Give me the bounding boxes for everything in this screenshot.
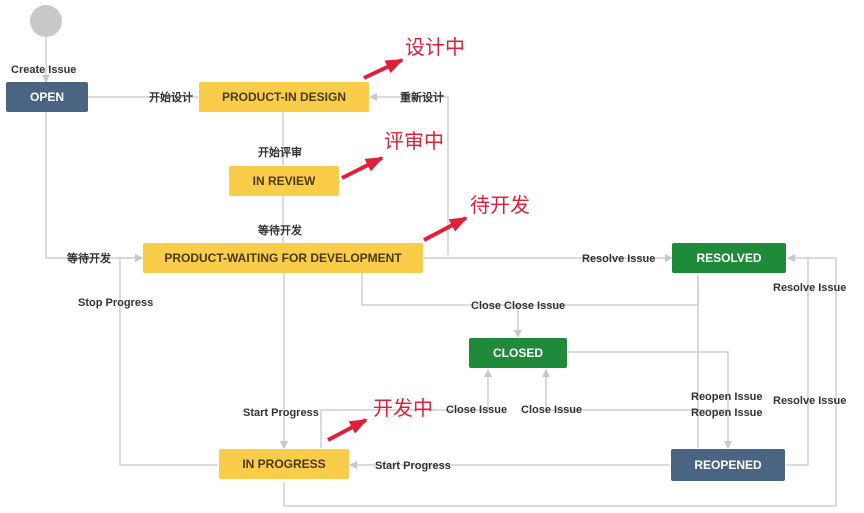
status-in-review[interactable]: IN REVIEW <box>229 166 339 196</box>
status-reopened[interactable]: REOPENED <box>671 449 785 481</box>
transition-wait-development[interactable]: 等待开发 <box>258 225 302 237</box>
transition-close-close-issue[interactable]: Close Close Issue <box>471 300 566 312</box>
annotation-designing: 设计中 <box>405 35 465 59</box>
transition-start-progress-reopened[interactable]: Start Progress <box>375 460 451 472</box>
transition-resolve-issue[interactable]: Resolve Issue <box>582 253 656 265</box>
create-issue-label: Create Issue <box>11 64 77 76</box>
transition-reopen-issue-closed[interactable]: Reopen Issue <box>691 391 763 403</box>
annotation-waiting-development: 待开发 <box>470 193 530 217</box>
transition-close-issue-progress[interactable]: Close Issue <box>446 404 508 416</box>
transition-resolve-issue-progress[interactable]: Resolve Issue <box>773 395 847 407</box>
transition-stop-progress[interactable]: Stop Progress <box>78 297 154 309</box>
transition-close-issue-reopened[interactable]: Close Issue <box>521 404 583 416</box>
status-resolved[interactable]: RESOLVED <box>672 243 786 273</box>
transition-start-review[interactable]: 开始评审 <box>258 147 302 159</box>
transition-start-design[interactable]: 开始设计 <box>149 92 193 104</box>
start-node <box>30 5 62 37</box>
transition-start-progress[interactable]: Start Progress <box>243 407 319 419</box>
transition-resolve-issue-reopened[interactable]: Resolve Issue <box>773 282 847 294</box>
annotation-developing: 开发中 <box>373 396 433 420</box>
status-open[interactable]: OPEN <box>6 82 88 112</box>
status-product-waiting-for-development[interactable]: PRODUCT-WAITING FOR DEVELOPMENT <box>143 243 423 273</box>
annotation-reviewing: 评审中 <box>384 129 444 153</box>
status-product-in-design[interactable]: PRODUCT-IN DESIGN <box>199 82 369 112</box>
transition-redesign[interactable]: 重新设计 <box>400 92 444 104</box>
status-closed[interactable]: CLOSED <box>469 338 567 368</box>
transition-reopen-issue-resolved[interactable]: Reopen Issue <box>691 407 763 419</box>
transition-open-wait-development[interactable]: 等待开发 <box>67 253 111 265</box>
status-in-progress[interactable]: IN PROGRESS <box>219 449 349 479</box>
